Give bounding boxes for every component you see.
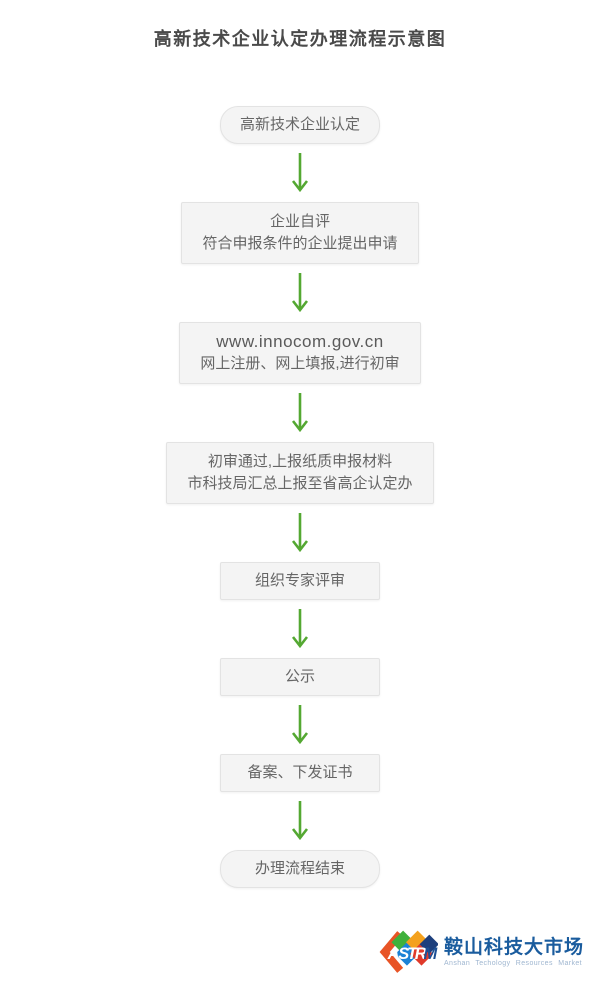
arrow-down-icon [291, 393, 309, 433]
flowchart: 高新技术企业认定办理流程示意图 高新技术企业认定 企业自评 符合申报条件的企业提… [153, 29, 447, 888]
flow-node-expert-review: 组织专家评审 [220, 562, 380, 600]
arrow-down-icon [291, 513, 309, 553]
logo-english-name: Anshan Techology Resources Market [443, 959, 583, 967]
node-text: 初审通过,上报纸质申报材料 [207, 453, 393, 470]
arrow-down-icon [291, 609, 309, 649]
logo-chinese-name: 鞍山科技大市场 [443, 936, 584, 958]
node-url-text: www.innocom.gov.cn [216, 332, 384, 351]
logo-text-block: 鞍山科技大市场 Anshan Techology Resources Marke… [444, 937, 584, 968]
astrm-logo-icon: ASTRM [379, 930, 438, 973]
flow-node-paper-materials: 初审通过,上报纸质申报材料 市科技局汇总上报至省高企认定办 [166, 442, 434, 504]
flow-node-online-registration: www.innocom.gov.cn 网上注册、网上填报,进行初审 [179, 322, 421, 384]
arrow-down-icon [291, 273, 309, 313]
arrow-down-icon [291, 153, 309, 193]
astrm-logo: ASTRM 鞍山科技大市场 Anshan Techology Resources… [374, 926, 584, 978]
page-title: 高新技术企业认定办理流程示意图 [153, 29, 447, 49]
flow-node-end: 办理流程结束 [220, 850, 380, 888]
flow-node-publicity: 公示 [220, 658, 380, 696]
arrow-down-icon [291, 801, 309, 841]
flow-node-start: 高新技术企业认定 [219, 106, 380, 144]
node-text: 网上注册、网上填报,进行初审 [200, 355, 400, 372]
node-text: 企业自评 [269, 213, 330, 230]
svg-text:ASTRM: ASTRM [387, 945, 438, 963]
flow-node-certificate: 备案、下发证书 [220, 754, 380, 792]
arrow-down-icon [291, 705, 309, 745]
flow-node-self-evaluation: 企业自评 符合申报条件的企业提出申请 [181, 202, 419, 264]
node-text: 符合申报条件的企业提出申请 [202, 235, 398, 252]
node-text: 市科技局汇总上报至省高企认定办 [187, 475, 413, 492]
